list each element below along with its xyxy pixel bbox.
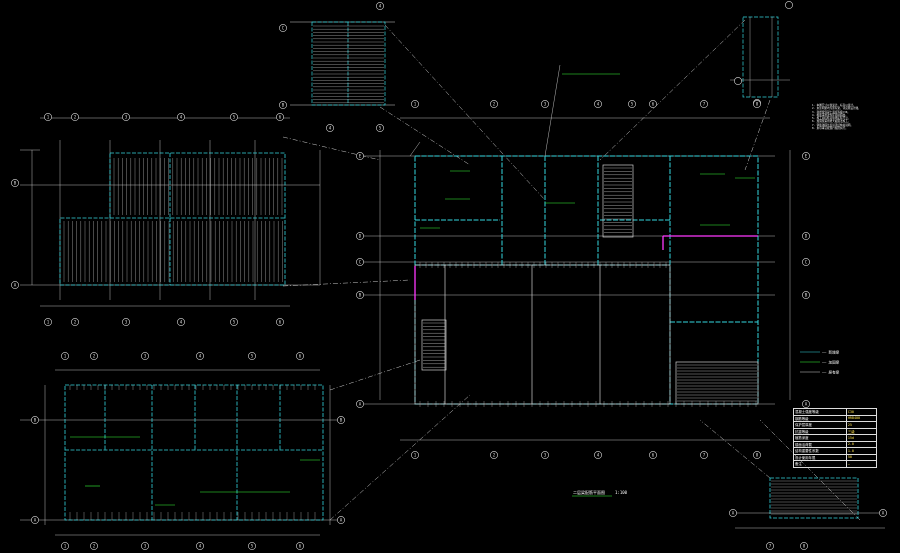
legend-item: —— 加固梁 (822, 360, 840, 365)
axis-label: 5 (251, 354, 254, 359)
axis-label: C (282, 26, 285, 31)
axis-label: 7 (769, 544, 772, 549)
axis-label: 4 (379, 4, 382, 9)
axis-label: 1 (414, 453, 417, 458)
axis-label: 5 (251, 544, 254, 549)
axis-label: 8 (803, 544, 806, 549)
table-row: 备注— (793, 460, 878, 468)
axis-label: B (14, 181, 17, 186)
plan-title: 二层梁配筋平面图 (573, 489, 605, 495)
axis-label: 4 (199, 354, 202, 359)
axis-label: A (882, 511, 885, 516)
axis-label: 2 (493, 102, 496, 107)
axis-label: 7 (703, 453, 706, 458)
note-line: 8. 未尽事宜按现行规范执行。 (812, 127, 848, 131)
detail-top-left-hatch (313, 25, 384, 103)
note-line: 1. 本图尺寸以毫米计，标高以米计。 (812, 104, 856, 107)
axis-label: 1 (414, 102, 417, 107)
axis-label: B (359, 293, 362, 298)
note-line: 3. 新增梁混凝土强度等级C30。 (812, 110, 850, 114)
axis-label: 4 (597, 102, 600, 107)
axis-label: D (805, 234, 808, 239)
axis-label: 7 (703, 102, 706, 107)
axis-label: 2 (493, 453, 496, 458)
axis-label: 1 (47, 115, 50, 120)
axis-label: 4 (180, 320, 183, 325)
table-cell: — (845, 460, 878, 468)
legend-item: —— 新增梁 (822, 350, 840, 355)
axis-label: 3 (144, 544, 147, 549)
axis-label: 4 (180, 115, 183, 120)
axis-label: E (805, 154, 808, 159)
note-line: 5. 施工前应核对现场实际尺寸。 (812, 117, 851, 121)
axis-label: 4 (199, 544, 202, 549)
axis-label: 6 (299, 544, 302, 549)
legend-item: —— 原有梁 (822, 370, 840, 375)
left-lower-plan: 1 2 3 4 5 6 1 2 3 4 5 6 B A B A (20, 352, 345, 550)
axis-label: B (282, 103, 285, 108)
axis-label: C (805, 260, 808, 265)
axis-label: 3 (544, 453, 547, 458)
axis-label: 4 (597, 453, 600, 458)
axis-label: 3 (125, 320, 128, 325)
axis-label: B (34, 418, 37, 423)
axis-label: B (805, 293, 808, 298)
axis-label: 6 (652, 453, 655, 458)
note-line: 7. 钢筋锚固长度详见结构总说明。 (812, 123, 853, 127)
axis-label: 6 (299, 354, 302, 359)
left-upper-plan: 1 2 3 4 5 6 1 2 3 4 5 6 B A (11, 113, 321, 326)
axis-label: 5 (233, 115, 236, 120)
detail-top-left-bubbles: C B 4 5 4 (279, 2, 384, 132)
axis-label: B (340, 418, 343, 423)
detail-top-left (290, 21, 395, 106)
axis-label: 5 (233, 320, 236, 325)
axis-label: 5 (379, 126, 382, 131)
note-line: 2. 未注明梁均为原有梁，详见原设计图。 (812, 107, 861, 111)
axis-label: C (359, 260, 362, 265)
axis-label: A (732, 511, 735, 516)
axis-label: 2 (74, 115, 77, 120)
axis-label: E (359, 154, 362, 159)
table-cell: 备注 (793, 460, 847, 468)
axis-label: 3 (125, 115, 128, 120)
axis-label: 6 (279, 320, 282, 325)
axis-label: 2 (93, 354, 96, 359)
axis-label: D (359, 234, 362, 239)
axis-label: 1 (64, 544, 67, 549)
axis-label: A (14, 283, 17, 288)
axis-label: A (34, 518, 37, 523)
plan-scale: 1:100 (615, 490, 628, 495)
axis-label: A (805, 402, 808, 407)
axis-label: 1 (64, 354, 67, 359)
note-line: 6. 加固梁采用增大截面法施工。 (812, 120, 851, 124)
axis-label: 2 (74, 320, 77, 325)
legend (800, 351, 820, 373)
axis-label: 6 (652, 102, 655, 107)
axis-label: A (359, 402, 362, 407)
axis-label: 4 (329, 126, 332, 131)
general-notes: 1. 本图尺寸以毫米计，标高以米计。 2. 未注明梁均为原有梁，详见原设计图。 … (812, 104, 892, 130)
axis-bubble (279, 2, 384, 132)
detail-bottom-right: A A 7 8 (729, 477, 887, 550)
note-line: 4. 植筋采用改性环氧树脂胶。 (812, 113, 848, 117)
axis-label: 8 (756, 453, 759, 458)
axis-label: 1 (47, 320, 50, 325)
axis-label: 8 (756, 102, 759, 107)
axis-label: 6 (279, 115, 282, 120)
axis-label: 2 (93, 544, 96, 549)
axis-label: 3 (144, 354, 147, 359)
main-plan: 1 2 3 4 5 6 7 8 1 2 3 4 6 7 8 E D C B A … (356, 64, 810, 497)
axis-label: 3 (544, 102, 547, 107)
axis-label: 5 (631, 102, 634, 107)
axis-label: A (340, 518, 343, 523)
